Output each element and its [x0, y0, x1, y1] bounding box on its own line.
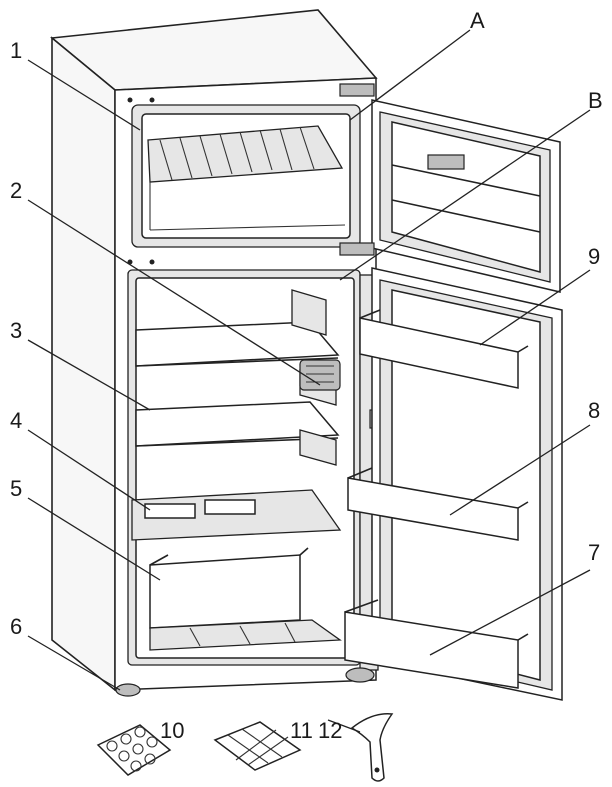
shelf-guide-low [299, 429, 337, 466]
callout-4: 4 [10, 408, 22, 433]
callout-1: 1 [10, 38, 22, 63]
leader-12 [327, 719, 361, 733]
leader-lines [27, 29, 591, 733]
door-balcony-bottom [344, 611, 519, 689]
thermostat-lamp-unit [299, 359, 341, 391]
fridge-door-liner [391, 289, 541, 681]
leader-1 [27, 59, 141, 131]
screw [149, 97, 155, 103]
door-balcony-middle [347, 477, 519, 541]
freezer-door [371, 99, 561, 293]
middle-hinge [339, 242, 375, 256]
callout-2: 2 [10, 178, 22, 203]
screw [127, 97, 133, 103]
scraper-hole [374, 767, 380, 773]
freezer-door-vent [427, 154, 465, 170]
leveling-foot-right [345, 667, 375, 683]
callout-8: 8 [588, 398, 600, 423]
callout-A: A [470, 8, 485, 33]
freezer-wire-shelf [147, 125, 344, 183]
callout-10: 10 [160, 718, 184, 743]
crisper-drawer [149, 554, 301, 629]
fridge-compartment [127, 269, 379, 671]
callout-7: 7 [588, 540, 600, 565]
ice-tray-body [213, 721, 302, 771]
callout-12: 12 [318, 718, 342, 743]
freezer-compartment [131, 104, 361, 248]
leader-4 [27, 429, 151, 511]
callout-11: 11 [290, 718, 313, 743]
leader-5 [27, 497, 161, 581]
leader-B [339, 109, 591, 281]
glass-shelf-1 [135, 321, 340, 367]
crisper-cover-panel [204, 499, 256, 515]
screw [149, 259, 155, 265]
crisper-cover-panel [144, 503, 196, 519]
egg-tray [96, 724, 172, 776]
leader-6 [27, 635, 121, 691]
glass-shelf-2 [135, 401, 340, 447]
door-balcony-top [359, 317, 519, 389]
callout-3: 3 [10, 318, 22, 343]
shelf-guide-top [291, 289, 327, 336]
callout-6: 6 [10, 614, 22, 639]
crisper-cover [131, 489, 342, 541]
cabinet-left-side [51, 36, 116, 692]
callout-labels: 1 2 3 4 5 6 7 8 9 10 11 12 A B [10, 8, 603, 743]
ice-cube-tray [213, 721, 302, 771]
leveling-foot-left [115, 683, 141, 697]
leader-3 [27, 339, 151, 411]
callout-9: 9 [588, 244, 600, 269]
leader-7 [429, 569, 591, 656]
ice-scraper-body [350, 713, 394, 782]
ice-scraper [350, 713, 394, 782]
fridge-door [344, 267, 563, 701]
leader-A [349, 29, 471, 121]
leader-2 [27, 199, 321, 386]
leader-9 [479, 269, 591, 346]
leader-8 [449, 424, 591, 516]
callout-B: B [588, 88, 603, 113]
top-hinge [339, 83, 375, 97]
callout-5: 5 [10, 476, 22, 501]
